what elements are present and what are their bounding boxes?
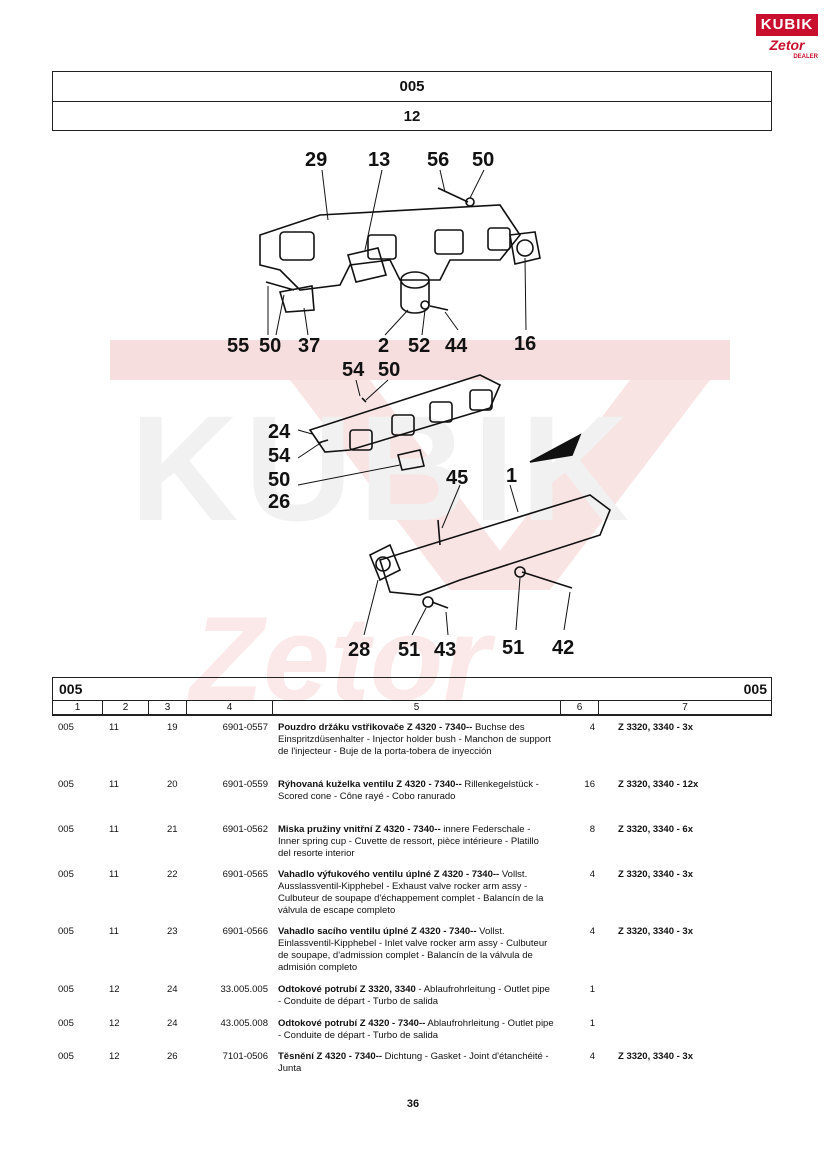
- callout-50: 50: [268, 469, 290, 491]
- svg-text:Zetor: Zetor: [187, 592, 496, 720]
- table-row: 005 11 20 6901-0559 Rýhovaná kuželka ven…: [58, 779, 699, 802]
- callout-50: 50: [472, 149, 494, 171]
- callout-54: 54: [342, 359, 365, 381]
- callout-55: 55: [227, 335, 249, 357]
- callout-29: 29: [305, 149, 327, 171]
- callout-37: 37: [298, 335, 320, 357]
- callout-45: 45: [446, 467, 468, 489]
- exploded-parts-diagram: 29 13 56 50 55 50 37 2 52 44 16 54 50 24…: [227, 149, 611, 661]
- callout-26: 26: [268, 491, 290, 513]
- table-row: 005 11 23 6901-0566 Vahadlo sacího venti…: [58, 926, 693, 973]
- svg-text:KUBIK: KUBIK: [130, 384, 635, 552]
- kubik-zetor-logo: KUBIK Zetor DEALER: [756, 14, 818, 64]
- parts-table-title: 005 005: [53, 678, 771, 701]
- subgroup-number: 12: [403, 108, 421, 125]
- callout-42: 42: [552, 637, 574, 659]
- callout-28: 28: [348, 639, 370, 661]
- col-header-3: 3: [149, 701, 187, 714]
- col-header-7: 7: [682, 702, 688, 713]
- col-header-2: 2: [103, 701, 149, 714]
- group-number: 005: [53, 72, 771, 102]
- callout-51: 51: [398, 639, 420, 661]
- callout-51: 51: [502, 637, 524, 659]
- table-group-left: 005: [59, 681, 83, 697]
- logo-zetor-text: Zetor: [769, 37, 805, 53]
- col-header-4: 4: [187, 701, 273, 714]
- table-row: 005 11 21 6901-0562 Miska pružiny vnitřn…: [58, 824, 693, 859]
- callout-16: 16: [514, 333, 536, 355]
- callout-44: 44: [445, 335, 468, 357]
- callout-56: 56: [427, 149, 449, 171]
- col-header-1: 1: [53, 701, 103, 714]
- col-header-5: 5: [273, 701, 561, 714]
- callout-1: 1: [506, 465, 517, 487]
- parts-table-body: 005 11 19 6901-0557 Pouzdro držáku vstři…: [52, 722, 772, 1085]
- callout-52: 52: [408, 335, 430, 357]
- callout-2: 2: [378, 335, 389, 357]
- table-row: 005 11 19 6901-0557 Pouzdro držáku vstři…: [58, 722, 693, 757]
- callout-50: 50: [378, 359, 400, 381]
- page-number: 36: [406, 1098, 420, 1110]
- col-header-6: 6: [561, 701, 599, 714]
- table-row: 005 11 22 6901-0565 Vahadlo výfukového v…: [58, 869, 693, 916]
- table-group-right: 005: [743, 681, 767, 697]
- section-header: 005 12: [52, 71, 772, 131]
- callout-43: 43: [434, 639, 456, 661]
- table-row: 005 12 26 7101-0506 Těsnění Z 4320 - 734…: [58, 1051, 693, 1074]
- diagram-callouts: 29 13 56 50 55 50 37 2 52 44 16 54 50 24…: [227, 149, 574, 661]
- logo-dealer-text: DEALER: [793, 54, 818, 60]
- callout-50: 50: [259, 335, 281, 357]
- callout-13: 13: [368, 149, 390, 171]
- column-headers: 1 2 3 4 5 6 7: [53, 701, 771, 715]
- callout-54: 54: [268, 445, 291, 467]
- table-row: 005 12 24 33.005.005 Odtokové potrubí Z …: [58, 984, 595, 1007]
- logo-kubik-text: KUBIK: [756, 14, 818, 36]
- table-row: 005 12 24 43.005.008 Odtokové potrubí Z …: [58, 1018, 595, 1041]
- parts-table-header: 005 005 1 2 3 4 5 6 7: [52, 677, 772, 716]
- callout-24: 24: [268, 421, 291, 443]
